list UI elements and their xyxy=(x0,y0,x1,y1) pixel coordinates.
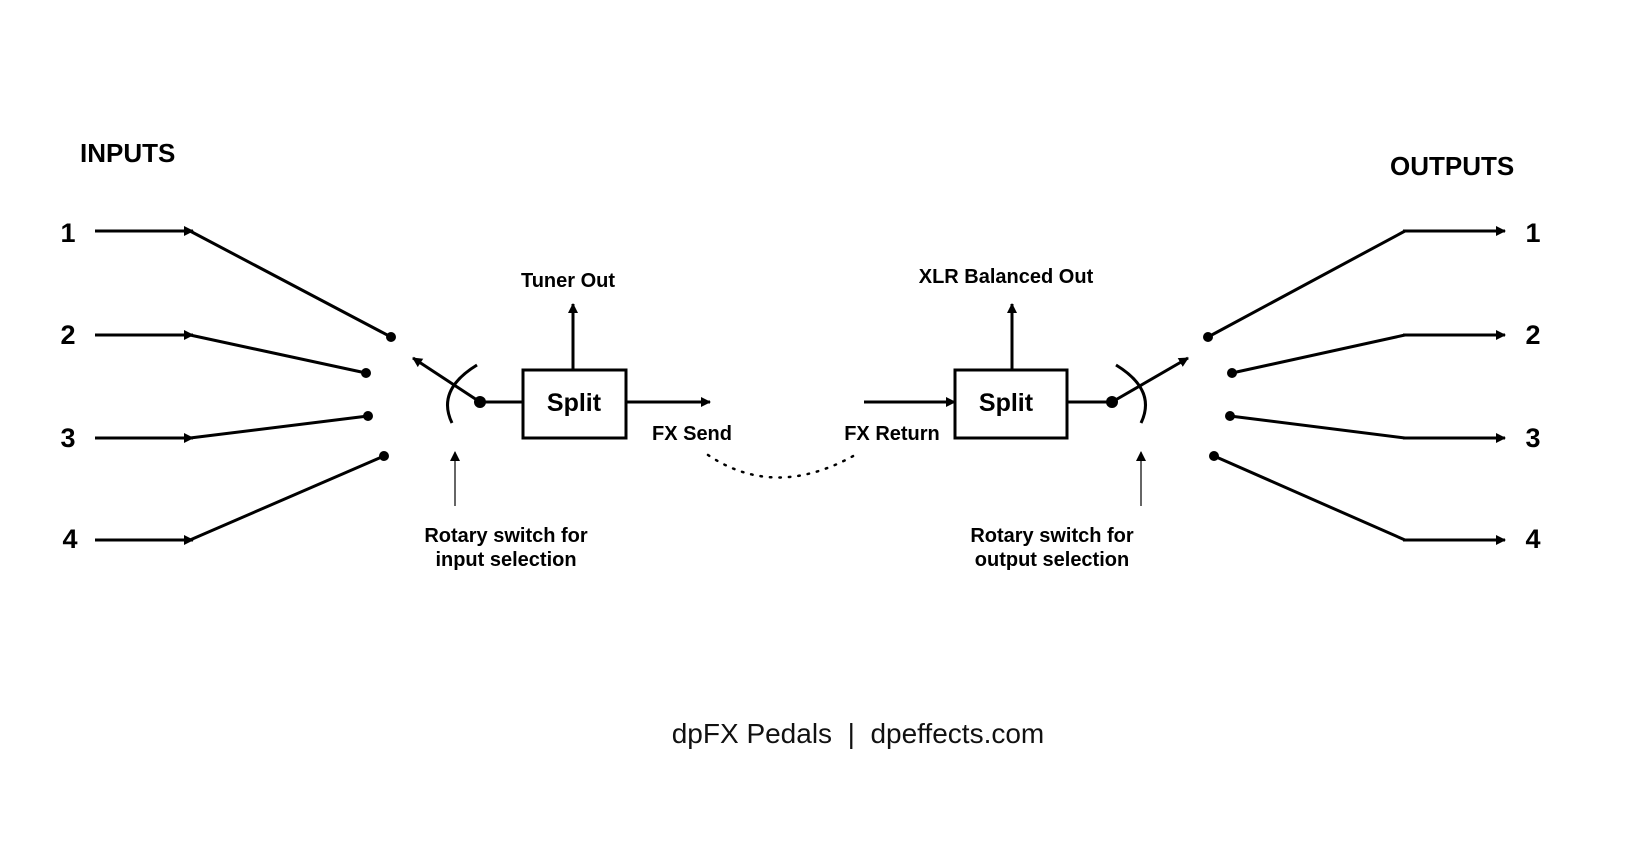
footer-credit: dpFX Pedals | dpeffects.com xyxy=(672,718,1045,749)
input-rotary-arc xyxy=(446,363,478,424)
tuner-out-label: Tuner Out xyxy=(521,270,615,292)
output-rotary-wiper xyxy=(1111,356,1189,404)
output-rotary-arc xyxy=(1115,363,1147,424)
output-number-1: 1 xyxy=(1525,218,1540,248)
input-contact-1 xyxy=(386,332,396,342)
input-rotary-wiper xyxy=(412,356,481,404)
input-number-3: 3 xyxy=(60,423,75,453)
input-1-wire xyxy=(189,229,392,339)
input-2-wire xyxy=(189,333,367,375)
split-right-label: Split xyxy=(979,389,1034,417)
input-contact-3 xyxy=(363,411,373,421)
fx-loop-dotted-link xyxy=(706,453,857,479)
outputs-heading: OUTPUTS xyxy=(1390,151,1514,181)
output-number-2: 2 xyxy=(1525,320,1540,350)
split-left-box xyxy=(521,368,628,440)
split-right-box xyxy=(953,368,1069,440)
rotary-output-caption-line1: Rotary switch for xyxy=(970,525,1134,547)
output-rotary-pivot xyxy=(1106,396,1118,408)
fx-return-label: FX Return xyxy=(844,423,940,445)
output-number-3: 3 xyxy=(1525,423,1540,453)
input-contact-4 xyxy=(379,451,389,461)
output-4-wire xyxy=(1213,454,1406,542)
input-contact-2 xyxy=(361,368,371,378)
output-3-wire xyxy=(1229,414,1406,440)
fx-send-label: FX Send xyxy=(652,423,732,445)
input-4-wire xyxy=(189,454,385,542)
rotary-input-caption-line2: input selection xyxy=(435,549,576,571)
xlr-out-label: XLR Balanced Out xyxy=(919,266,1094,288)
inputs-heading: INPUTS xyxy=(80,138,175,168)
input-number-2: 2 xyxy=(60,320,75,350)
input-number-1: 1 xyxy=(60,218,75,248)
rotary-input-caption-line1: Rotary switch for xyxy=(424,525,588,547)
split-left-label: Split xyxy=(547,389,602,417)
output-1-wire xyxy=(1207,229,1406,339)
input-3-wire xyxy=(189,414,369,440)
output-2-wire xyxy=(1231,333,1406,375)
rotary-output-caption-line2: output selection xyxy=(975,549,1129,571)
output-number-4: 4 xyxy=(1525,524,1540,554)
input-number-4: 4 xyxy=(62,524,77,554)
